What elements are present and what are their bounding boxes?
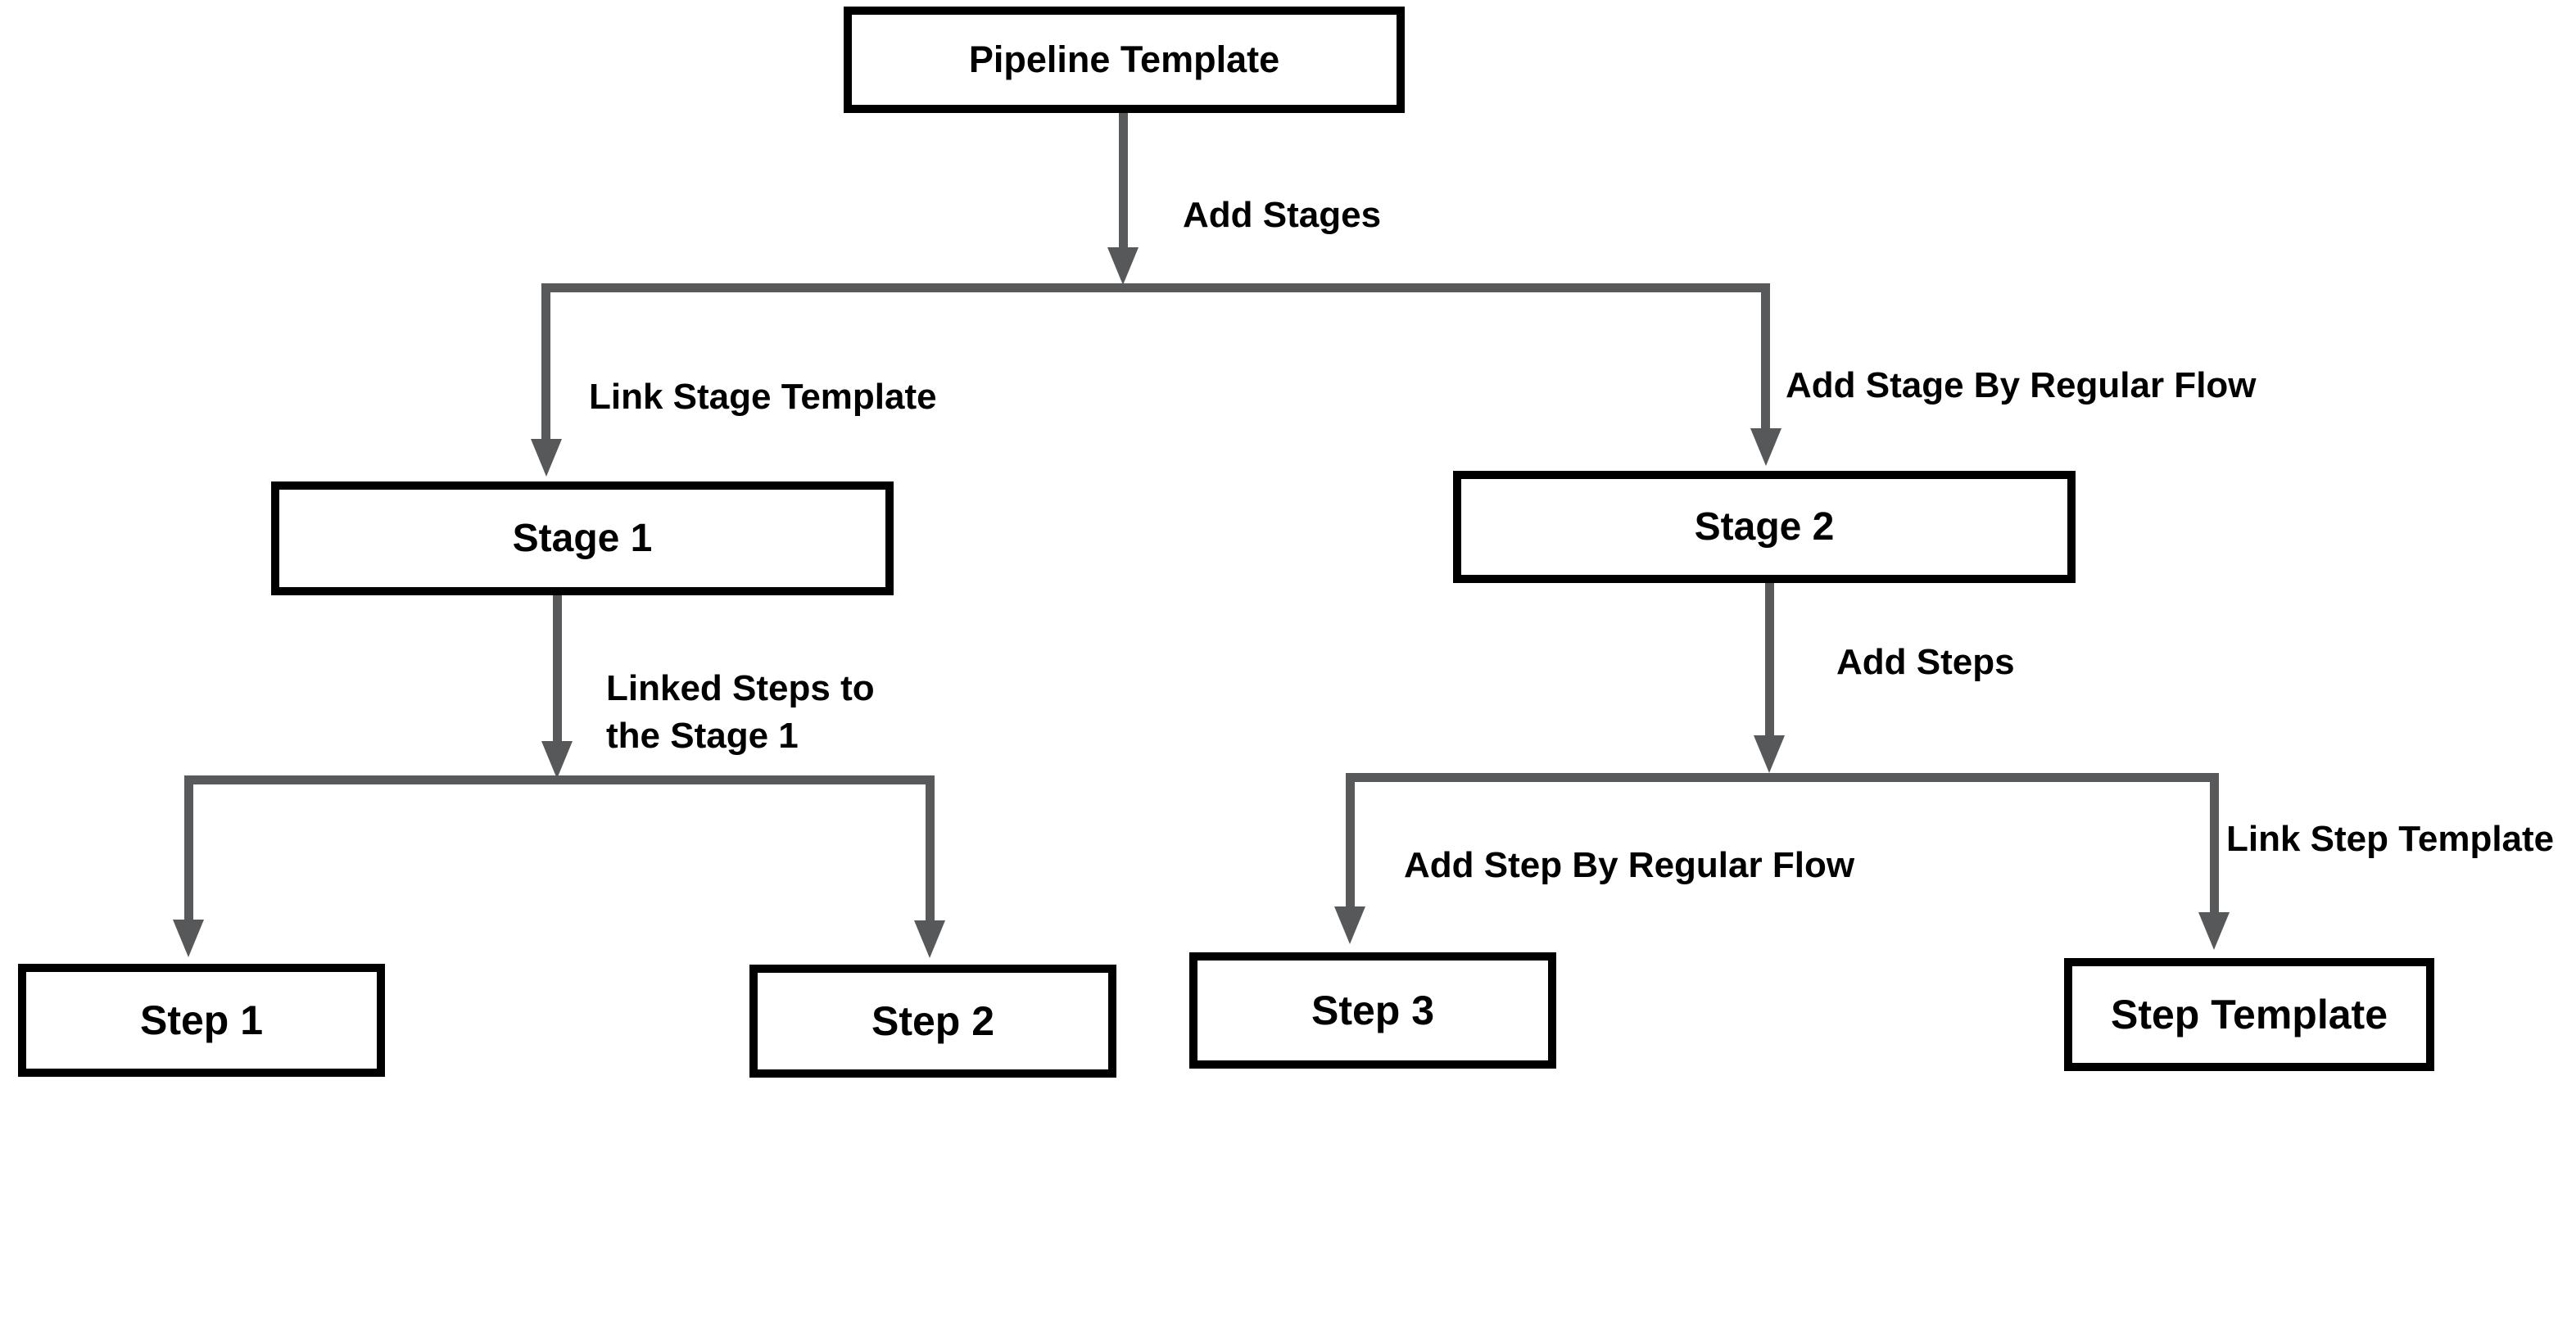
node-step-template-label: Step Template	[2110, 992, 2388, 1037]
arrowhead-to-stage1	[531, 439, 562, 477]
connector-stages-branch-line	[541, 283, 1770, 292]
arrowhead-pipeline-to-branch	[1107, 247, 1139, 285]
connector-to-step2-line	[926, 775, 935, 922]
connector-to-step1-line	[184, 775, 193, 921]
connector-to-steptemplate-line	[2210, 773, 2219, 914]
node-step-3: Step 3	[1189, 952, 1556, 1069]
edge-label-add-stage-by-regular-flow: Add Stage By Regular Flow	[1786, 365, 2257, 405]
node-step-2-label: Step 2	[871, 998, 995, 1044]
arrowhead-to-step2	[914, 920, 945, 958]
edge-label-linked-steps: Linked Steps to the Stage 1	[606, 665, 875, 760]
connector-stage1-branch-line	[184, 775, 935, 784]
edge-label-link-step-template: Link Step Template	[2226, 819, 2555, 859]
arrowhead-stage1-to-branch	[541, 741, 573, 779]
arrowhead-to-step1	[173, 920, 204, 957]
edge-label-add-stages: Add Stages	[1183, 195, 1382, 235]
edge-label-add-step-by-regular-flow: Add Step By Regular Flow	[1404, 845, 1855, 885]
edge-label-linked-steps-line2: the Stage 1	[606, 716, 799, 756]
node-stage-1-label: Stage 1	[512, 517, 653, 560]
arrowhead-to-step3	[1334, 906, 1365, 944]
arrowhead-to-steptemplate	[2198, 912, 2230, 950]
node-stage-2: Stage 2	[1453, 471, 2076, 583]
connector-stage1-down-line	[553, 595, 562, 743]
node-step-template: Step Template	[2064, 958, 2434, 1071]
connector-to-stage2-line	[1761, 283, 1770, 431]
node-stage-1: Stage 1	[271, 481, 894, 595]
connector-stage2-down-line	[1765, 583, 1774, 737]
connector-stage2-branch-line	[1346, 773, 2219, 782]
edge-label-link-stage-template: Link Stage Template	[589, 377, 937, 417]
node-pipeline-template-label: Pipeline Template	[968, 38, 1280, 80]
connector-to-step3-line	[1346, 773, 1355, 908]
arrowhead-to-stage2	[1750, 428, 1781, 466]
node-step-2: Step 2	[749, 965, 1116, 1078]
node-step-1: Step 1	[18, 964, 385, 1077]
connector-to-stage1-line	[541, 283, 550, 441]
node-step-3-label: Step 3	[1311, 988, 1435, 1033]
edge-label-add-steps: Add Steps	[1836, 642, 2015, 682]
node-stage-2-label: Stage 2	[1694, 505, 1835, 549]
node-pipeline-template: Pipeline Template	[844, 7, 1405, 113]
edge-label-linked-steps-line1: Linked Steps to	[606, 668, 875, 708]
arrowhead-stage2-to-branch	[1754, 735, 1785, 773]
connector-pipeline-down-line	[1119, 111, 1128, 249]
node-step-1-label: Step 1	[139, 997, 264, 1043]
